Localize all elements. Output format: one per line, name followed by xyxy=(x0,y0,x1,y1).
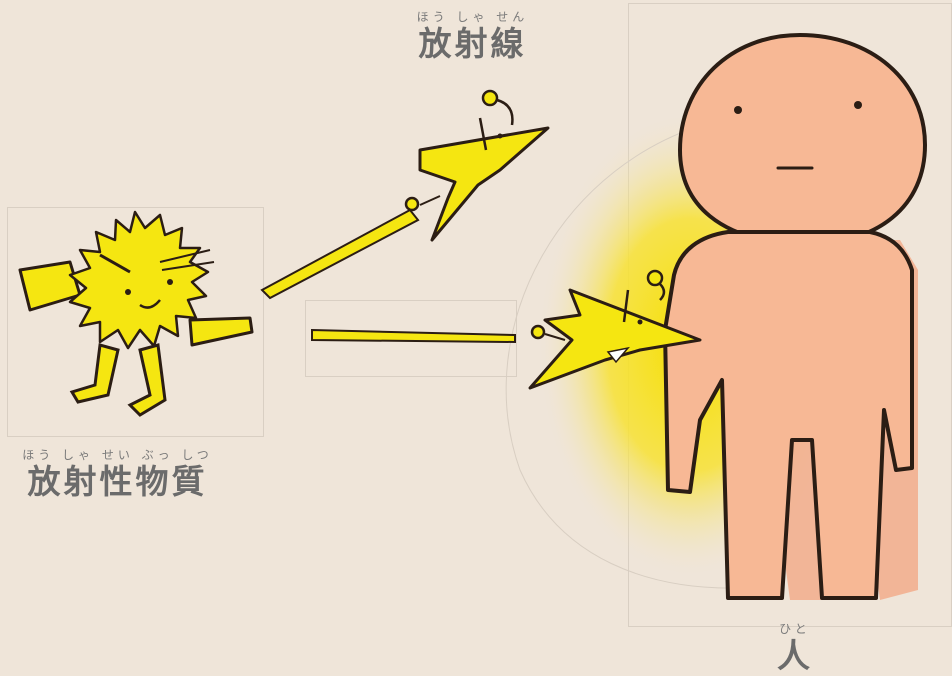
substance-frame xyxy=(7,207,264,437)
radiation-label: ほう しゃ せん 放射線 xyxy=(395,10,550,64)
person-label: ひと 人 xyxy=(760,622,830,676)
radioactive-substance-character xyxy=(18,210,254,417)
radiation-ray-horizontal xyxy=(311,269,702,390)
radiation-ray-upper xyxy=(260,89,550,300)
person-ruby: ひと xyxy=(779,622,811,636)
person-figure xyxy=(663,33,927,600)
ray-frame xyxy=(305,300,517,377)
radioactive-substance-ruby: ほう しゃ せい ぶっ しつ xyxy=(22,448,213,462)
radiation-text: 放射線 xyxy=(418,24,527,63)
radioactive-substance-label: ほう しゃ せい ぶっ しつ 放射性物質 xyxy=(10,448,225,502)
person-text: 人 xyxy=(777,636,813,675)
radiation-ruby: ほう しゃ せん xyxy=(416,10,529,24)
radioactive-substance-text: 放射性物質 xyxy=(27,462,208,501)
arc-outline xyxy=(505,119,741,589)
